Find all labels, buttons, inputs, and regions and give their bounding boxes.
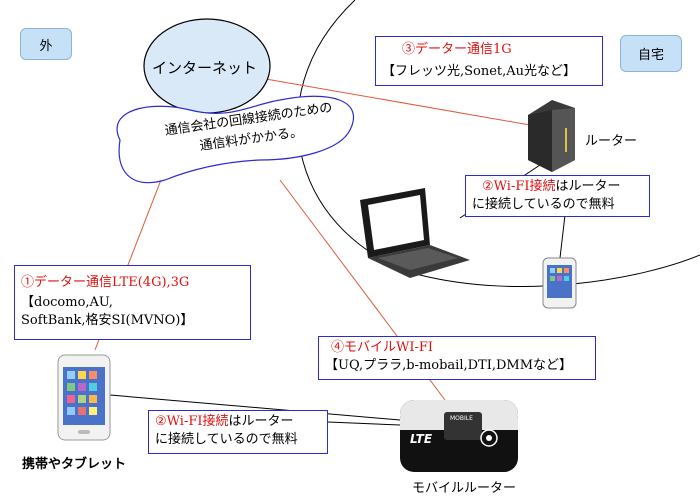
home-wifi-title: ②Wi-FI接続はルーター bbox=[472, 178, 643, 196]
outside-wifi-title-red: ②Wi-FI接続 bbox=[155, 414, 229, 429]
connector-wifi-smartphone bbox=[559, 214, 566, 259]
fixed-line-title: ③データー通信1G bbox=[402, 42, 512, 57]
mobile-data-line2: 【docomo,AU, bbox=[21, 295, 113, 310]
mobile-data-box: ①データー通信LTE(4G),3G 【docomo,AU, SoftBank,格… bbox=[14, 265, 251, 340]
mobile-wifi-detail: 【UQ,プララ,b-mobail,DTI,DMMなど】 bbox=[325, 358, 573, 373]
outside-zone-label: 外 bbox=[39, 38, 53, 54]
fixed-line-box: ③データー通信1G 【フレッツ光,Sonet,Au光など】 bbox=[375, 36, 603, 86]
connector-phone-mobile-router bbox=[109, 394, 401, 421]
mobile-data-title: ①データー通信LTE(4G),3G bbox=[21, 275, 190, 290]
home-wifi-title-rest: はルーター bbox=[555, 179, 621, 194]
router-icon bbox=[528, 100, 575, 172]
outside-zone-badge: 外 bbox=[20, 28, 72, 60]
cost-note-cloud bbox=[116, 95, 355, 184]
internet-label: インターネット bbox=[152, 59, 258, 77]
home-wifi-box: ②Wi-FI接続はルーター に接続しているので無料 bbox=[465, 175, 650, 217]
mobile-wifi-box: ④モバイルWI-FI 【UQ,プララ,b-mobail,DTI,DMMなど】 bbox=[318, 336, 596, 380]
outside-phone-icon bbox=[57, 354, 111, 441]
home-zone-label: 自宅 bbox=[637, 48, 664, 63]
connector-internet-router bbox=[259, 77, 531, 126]
laptop-icon bbox=[360, 188, 470, 278]
home-wifi-title-red: ②Wi-FI接続 bbox=[482, 179, 556, 194]
mobile-wifi-title: ④モバイルWI-FI bbox=[331, 340, 434, 355]
mobile-router-small: MOBILE bbox=[450, 415, 473, 422]
router-label: ルーター bbox=[585, 134, 638, 149]
mobile-data-line3: SoftBank,格安SI(MVNO)】 bbox=[21, 313, 194, 328]
mobile-router-icon bbox=[400, 400, 518, 472]
home-smartphone-icon bbox=[542, 257, 577, 309]
outside-wifi-title: ②Wi-FI接続はルーター bbox=[155, 413, 321, 431]
home-wifi-line2: に接続しているので無料 bbox=[472, 197, 615, 212]
mobile-router-label: モバイルルーター bbox=[412, 481, 517, 496]
outside-wifi-box: ②Wi-FI接続はルーター に接続しているので無料 bbox=[148, 410, 328, 454]
phone-label: 携帯やタブレット bbox=[22, 457, 127, 472]
outside-wifi-title-rest: はルーター bbox=[228, 414, 294, 429]
fixed-line-detail: 【フレッツ光,Sonet,Au光など】 bbox=[382, 64, 577, 79]
home-zone-badge: 自宅 bbox=[620, 35, 682, 72]
outside-wifi-line2: に接続しているので無料 bbox=[155, 432, 298, 447]
mobile-router-brand: LTE bbox=[410, 432, 433, 446]
